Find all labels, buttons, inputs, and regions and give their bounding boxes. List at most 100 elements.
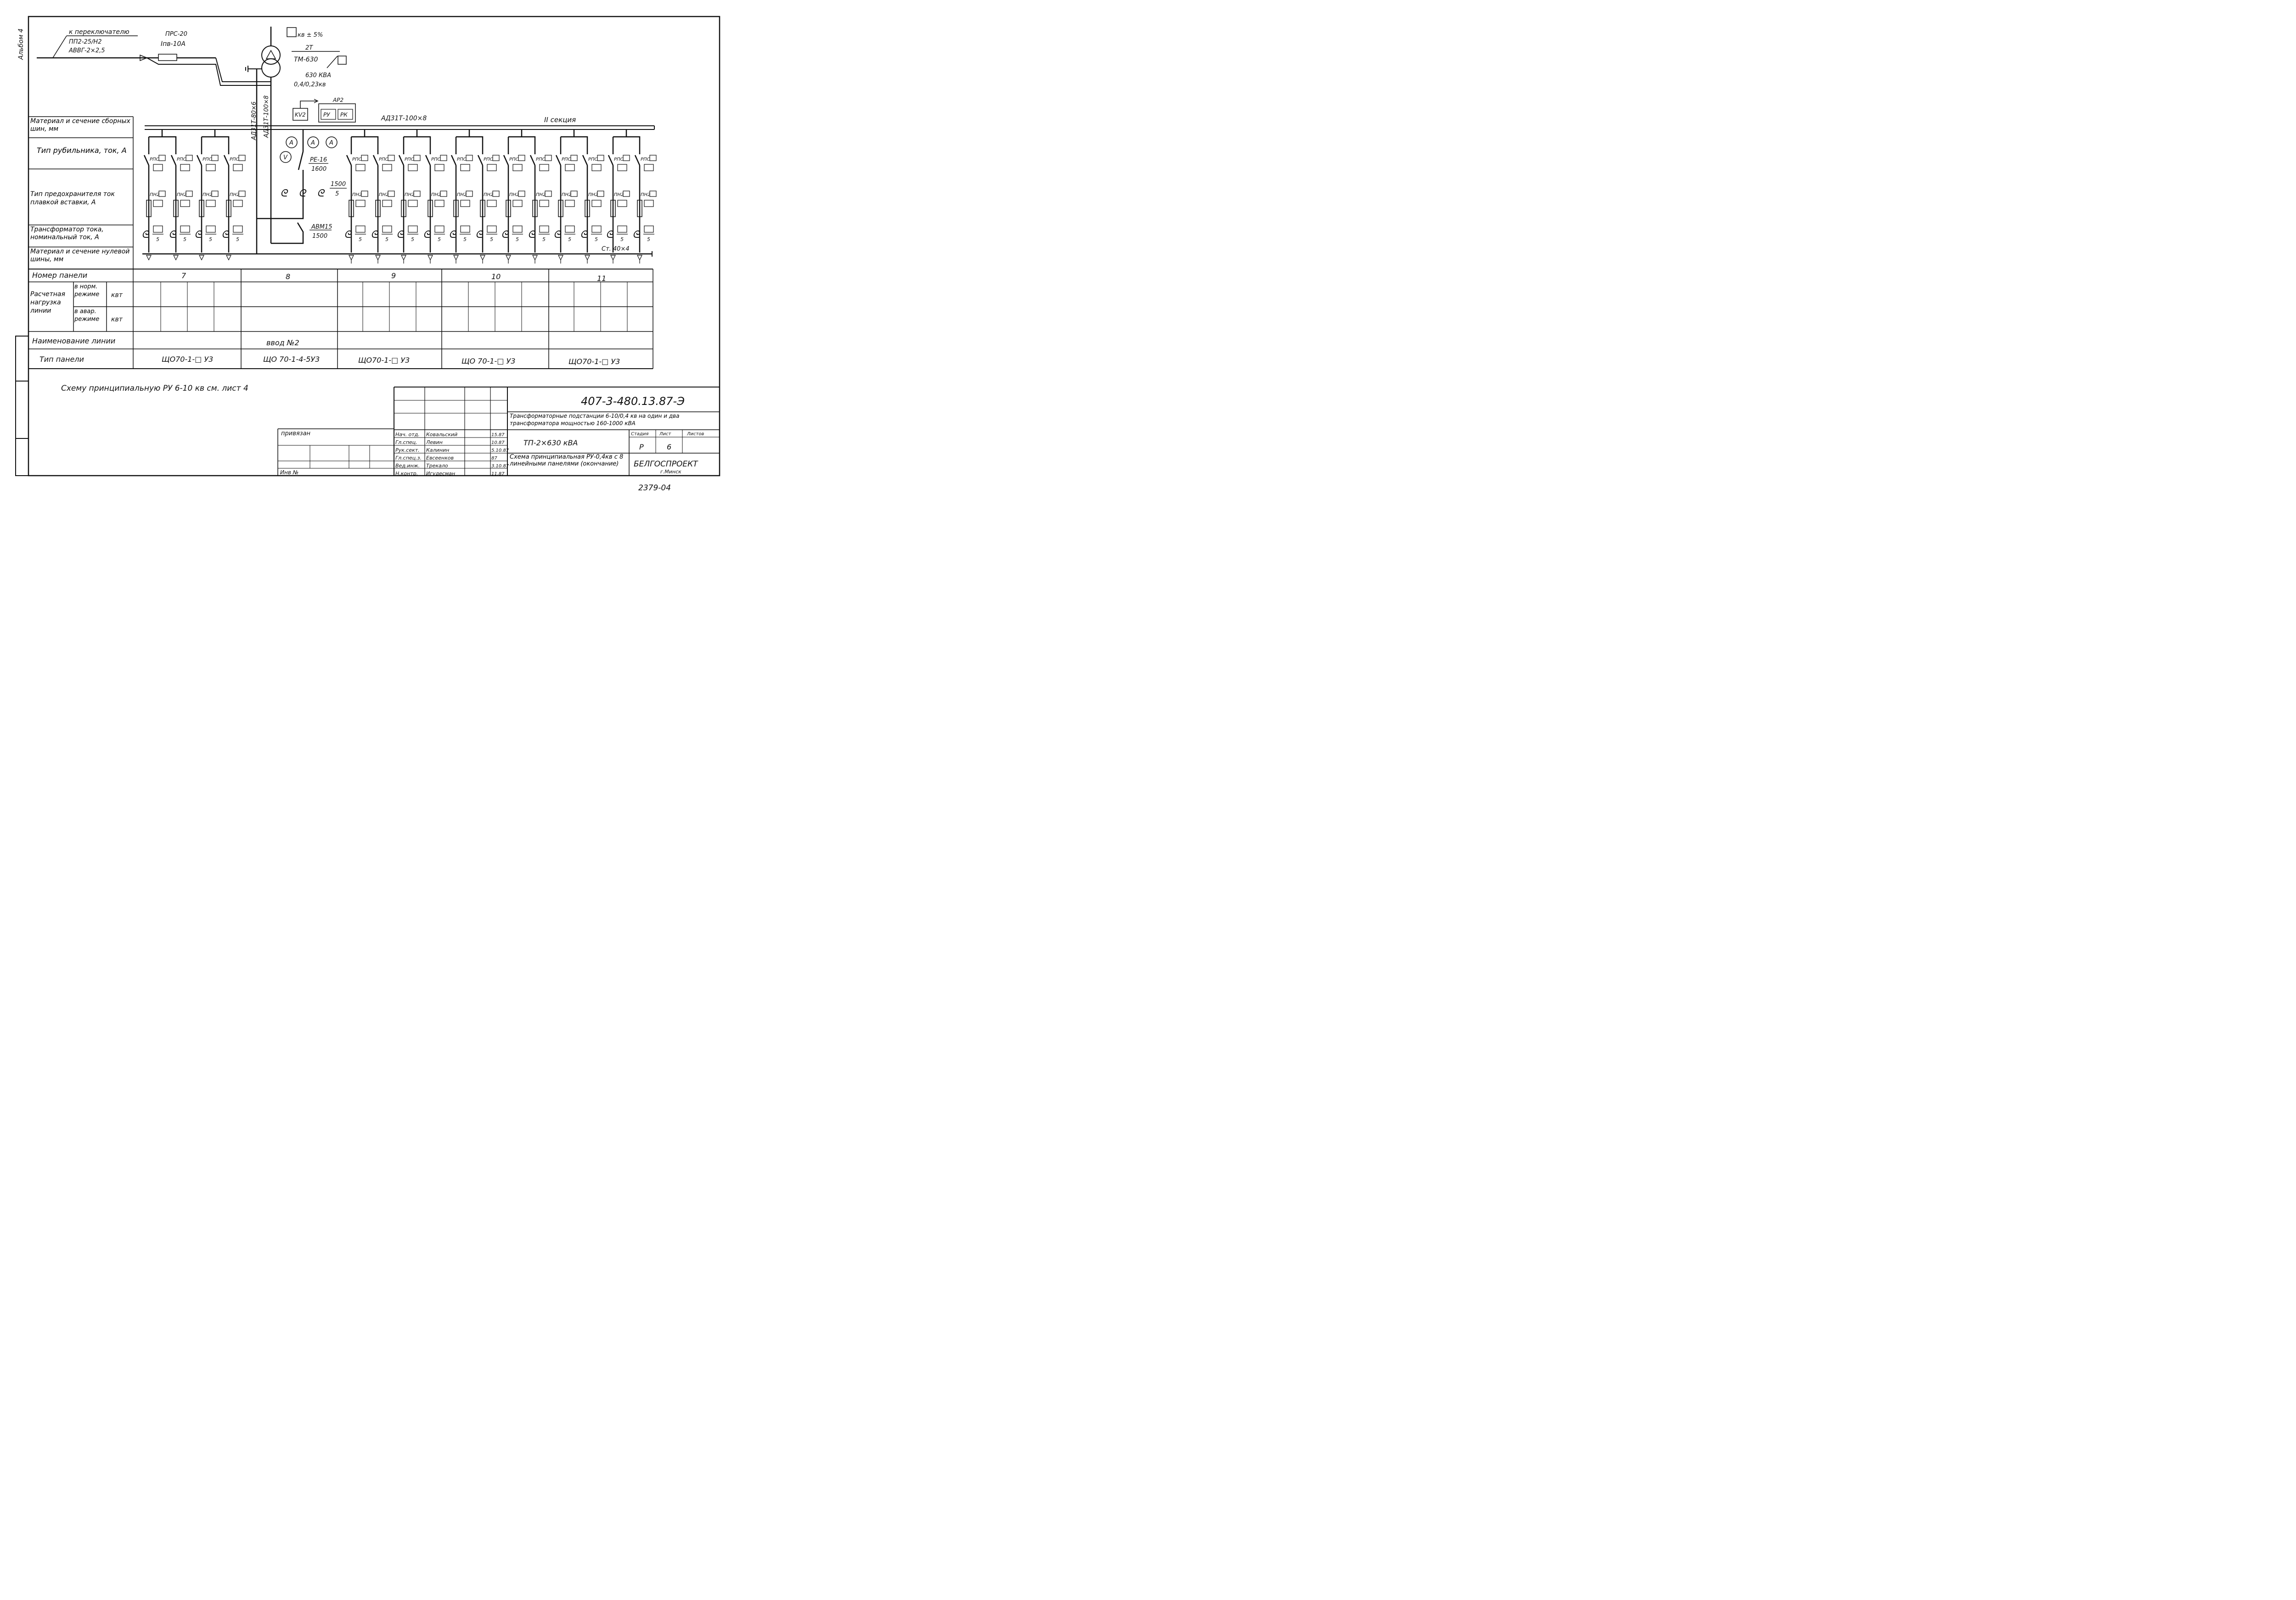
- value-box: [238, 155, 246, 161]
- drawing-number: 2379-04: [638, 483, 671, 493]
- switch-label: РПС: [588, 157, 598, 162]
- value-box: [233, 225, 243, 233]
- switch-blade: [503, 155, 509, 166]
- value-box: [644, 200, 654, 207]
- vertical-bus-label-1: АД31Т-80×6: [251, 101, 258, 140]
- value-box: [512, 164, 523, 171]
- fuse-type-label: ПП2-25/Н2: [69, 39, 101, 45]
- panel-number-11: 11: [597, 274, 606, 283]
- signatory-role: Гл.спец.з.: [395, 455, 422, 461]
- value-box: [623, 155, 630, 161]
- switch-label: РПС: [457, 157, 467, 162]
- value-box: [382, 164, 392, 171]
- neutral-arrow: [585, 255, 590, 261]
- signatory-role: Нач. отд.: [395, 432, 420, 438]
- value-box: [487, 200, 497, 207]
- value-box: [158, 155, 166, 161]
- vertical-bus-label-2: АД31Т-100×8: [263, 95, 270, 138]
- value-box: [180, 200, 190, 207]
- value-box: [570, 191, 578, 197]
- ct-denominator: 5: [438, 236, 441, 242]
- ct-symbol: ᘓ: [169, 229, 177, 241]
- main-bus-label: АД31Т-100×8: [381, 115, 427, 122]
- fuse-label: ПН2: [562, 192, 571, 197]
- signature-date: 11.87: [491, 472, 505, 477]
- value-box: [518, 155, 525, 161]
- value-box: [233, 200, 243, 207]
- value-box: [512, 200, 523, 207]
- ct-denominator: 5: [385, 236, 388, 242]
- row-label-neutral: Материал и сечение нулевой шины, мм: [30, 248, 130, 263]
- neutral-arrow: [428, 255, 433, 261]
- value-box: [649, 155, 657, 161]
- switch-blade: [398, 155, 405, 166]
- switch-blade: [425, 155, 431, 166]
- row-label-normal: в норм. режиме: [74, 283, 100, 298]
- value-box: [413, 191, 421, 197]
- fuse-symbol: [610, 200, 616, 217]
- signature-date: 10.87: [491, 440, 505, 445]
- value-box: [206, 164, 216, 171]
- ct-denominator: 5: [620, 236, 624, 242]
- signatory-role: Рук.сект.: [395, 447, 420, 453]
- breaker-current-label: Iпв-10А: [161, 40, 186, 48]
- note-text: Схему принципиальную РУ 6-10 кв см. лист…: [61, 384, 248, 393]
- value-box: [413, 155, 421, 161]
- switch-blade: [582, 155, 588, 166]
- value-box: [487, 164, 497, 171]
- switch-blade: [170, 155, 177, 166]
- signatory-name: Трекало: [426, 463, 448, 469]
- switch-blade: [450, 155, 457, 166]
- ct-denominator: 5: [183, 236, 186, 242]
- value-box: [492, 155, 500, 161]
- transformer-type: ТМ-630: [294, 56, 318, 63]
- fuse-symbol: [173, 200, 179, 217]
- value-box: [355, 164, 366, 171]
- switch-label: РПС: [405, 157, 414, 162]
- ct-denominator: 5: [463, 236, 467, 242]
- value-box: [408, 225, 418, 233]
- value-box: [158, 191, 166, 197]
- value-box: [388, 155, 395, 161]
- value-box: [512, 225, 523, 233]
- switch-label: РПС: [562, 157, 571, 162]
- row-label-switch: Тип рубильника, ток, А: [37, 146, 127, 155]
- ct-denominator: 5: [236, 236, 239, 242]
- value-box: [644, 164, 654, 171]
- fuse-symbol: [453, 200, 459, 217]
- value-box: [539, 164, 549, 171]
- sheet-label: Лист: [659, 432, 672, 437]
- switch-blade: [223, 155, 230, 166]
- value-box: [434, 164, 445, 171]
- switch-label: РПС: [352, 157, 362, 162]
- ct-denominator: 5: [156, 236, 159, 242]
- value-box: [440, 191, 447, 197]
- fuse-symbol: [226, 200, 231, 217]
- switch-blade: [634, 155, 641, 166]
- switch-label: РПС: [150, 157, 159, 162]
- neutral-arrow: [610, 255, 616, 261]
- fuse-label: ПН2: [509, 192, 519, 197]
- value-box: [211, 191, 219, 197]
- value-box: [649, 191, 657, 197]
- ru-label: РУ: [323, 112, 330, 118]
- inv-label: Инв №: [280, 469, 298, 476]
- value-box: [233, 164, 243, 171]
- value-box: [211, 155, 219, 161]
- project-title: Трансформаторные подстанции 6-10/0,4 кв …: [510, 413, 680, 427]
- stage-label: Стадия: [631, 432, 648, 437]
- ct-denominator: 5: [359, 236, 362, 242]
- value-box: [617, 200, 627, 207]
- neutral-arrow: [637, 255, 642, 261]
- stage-value: Р: [639, 443, 644, 451]
- sheet-title: Схема принципиальная РУ-0,4кв с 8 линейн…: [510, 454, 624, 467]
- neutral-arrow: [532, 255, 538, 261]
- object-title: ТП-2×630 кВА: [523, 438, 578, 447]
- fuse-symbol: [480, 200, 485, 217]
- fuse-symbol: [585, 200, 590, 217]
- svg-text:ᘓ: ᘓ: [280, 188, 288, 199]
- panel-type-11: ЩО70-1-□ У3: [568, 357, 620, 366]
- ct-symbol: ᘓ: [423, 229, 431, 241]
- line-name-8: ввод №2: [266, 338, 299, 347]
- breaker-label: ПРС-20: [165, 31, 187, 38]
